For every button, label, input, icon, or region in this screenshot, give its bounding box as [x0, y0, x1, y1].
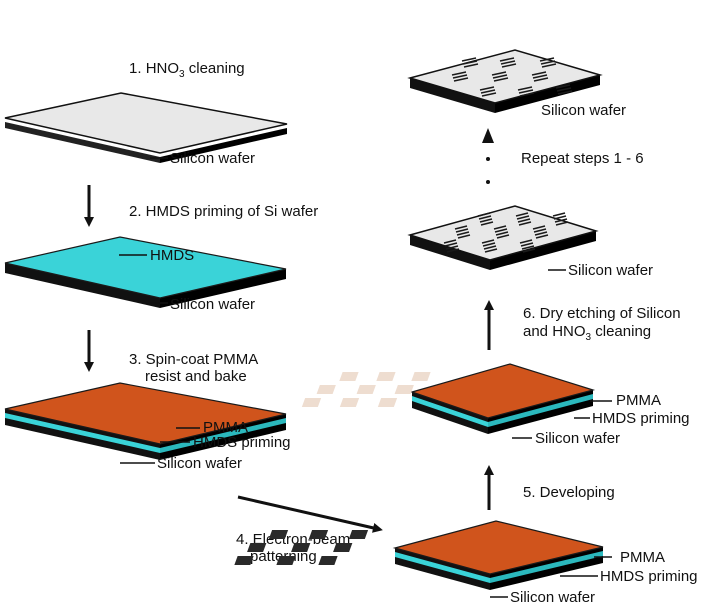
- label-silicon-wafer-1: Silicon wafer: [170, 150, 255, 167]
- step6-label-line2: and HNO3 cleaning: [523, 323, 651, 343]
- step6-label-line1: 6. Dry etching of Silicon: [523, 305, 681, 322]
- wafer-step6: [407, 205, 599, 270]
- label-silicon-wafer-5: Silicon wafer: [535, 430, 620, 447]
- step3-label-line1: 3. Spin-coat PMMA: [129, 351, 258, 368]
- label-silicon-wafer-final: Silicon wafer: [541, 102, 626, 119]
- label-hmds: HMDS: [150, 247, 194, 264]
- label-hmds-priming-4: HMDS priming: [600, 568, 698, 585]
- label-silicon-wafer-2: Silicon wafer: [170, 296, 255, 313]
- label-hmds-priming-5: HMDS priming: [592, 410, 690, 427]
- repeat-label: Repeat steps 1 - 6: [521, 150, 644, 167]
- label-silicon-wafer-4: Silicon wafer: [510, 589, 595, 606]
- repeat-dots: [486, 157, 490, 184]
- wafer-step2: [4, 236, 287, 308]
- label-pmma-3: PMMA: [203, 419, 248, 436]
- wafer-step4: [234, 520, 604, 590]
- step5-label: 5. Developing: [523, 484, 615, 501]
- wafer-step3: [4, 382, 287, 460]
- wafer-step1: [4, 92, 288, 163]
- wafer-final: [407, 49, 603, 113]
- arrow-up-repeat: [482, 128, 494, 143]
- label-hmds-priming-3: HMDS priming: [193, 434, 291, 451]
- label-pmma-5: PMMA: [616, 392, 661, 409]
- step2-label: 2. HMDS priming of Si wafer: [129, 203, 318, 220]
- wafer-step5: [301, 363, 596, 434]
- label-pmma-4: PMMA: [620, 549, 665, 566]
- label-silicon-wafer-3: Silicon wafer: [157, 455, 242, 472]
- step3-label-line2: resist and bake: [145, 368, 247, 385]
- step1-label: 1. HNO3 cleaning: [129, 60, 245, 80]
- label-silicon-wafer-6: Silicon wafer: [568, 262, 653, 279]
- arrow-diagonal: [237, 495, 383, 533]
